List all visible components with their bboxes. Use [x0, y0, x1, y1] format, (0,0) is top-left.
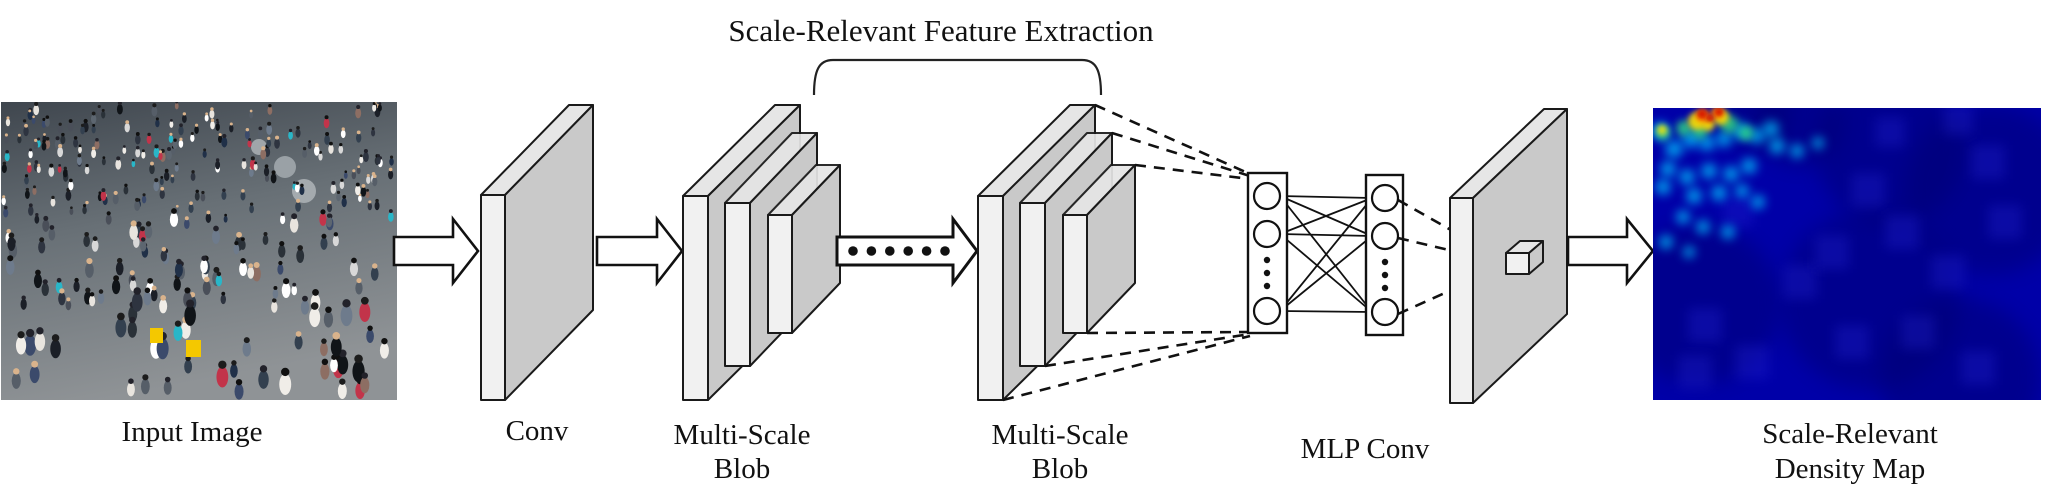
flow-arrow-1 — [392, 215, 480, 287]
label-blob1-line2: Blob — [714, 453, 770, 485]
mlp-network — [1246, 171, 1405, 337]
ellipsis-dots — [848, 246, 950, 256]
multi-scale-blob-2 — [977, 104, 1136, 401]
dashed-links-into-mlp — [1002, 103, 1251, 402]
label-blob2-line1: Multi-Scale — [992, 419, 1129, 451]
label-input-image: Input Image — [122, 416, 263, 448]
input-crowd-image — [1, 102, 397, 400]
label-blob1-line1: Multi-Scale — [674, 419, 811, 451]
crowd-people — [1, 102, 394, 400]
label-density-line1: Scale-Relevant — [1762, 418, 1938, 450]
label-mlp-conv: MLP Conv — [1301, 433, 1430, 465]
flow-arrow-3 — [1566, 215, 1655, 287]
yellow-bag — [186, 340, 201, 357]
multi-scale-blob-1 — [682, 104, 841, 401]
diagram-title: Scale-Relevant Feature Extraction — [728, 13, 1154, 48]
flow-arrow-2 — [595, 215, 684, 287]
label-blob2-line2: Blob — [1032, 453, 1088, 485]
density-map — [1653, 108, 2041, 400]
feature-cube — [1505, 240, 1544, 275]
stone-sphere — [274, 156, 296, 178]
label-density-line2: Density Map — [1775, 453, 1926, 485]
ellipsis-arrow — [835, 214, 979, 288]
yellow-bag — [150, 328, 163, 343]
conv-layer — [480, 104, 594, 401]
label-conv: Conv — [506, 415, 569, 447]
feature-extraction-bracket — [812, 58, 1103, 96]
density-map-blobs — [1653, 108, 2041, 400]
output-feature-map — [1449, 108, 1568, 404]
